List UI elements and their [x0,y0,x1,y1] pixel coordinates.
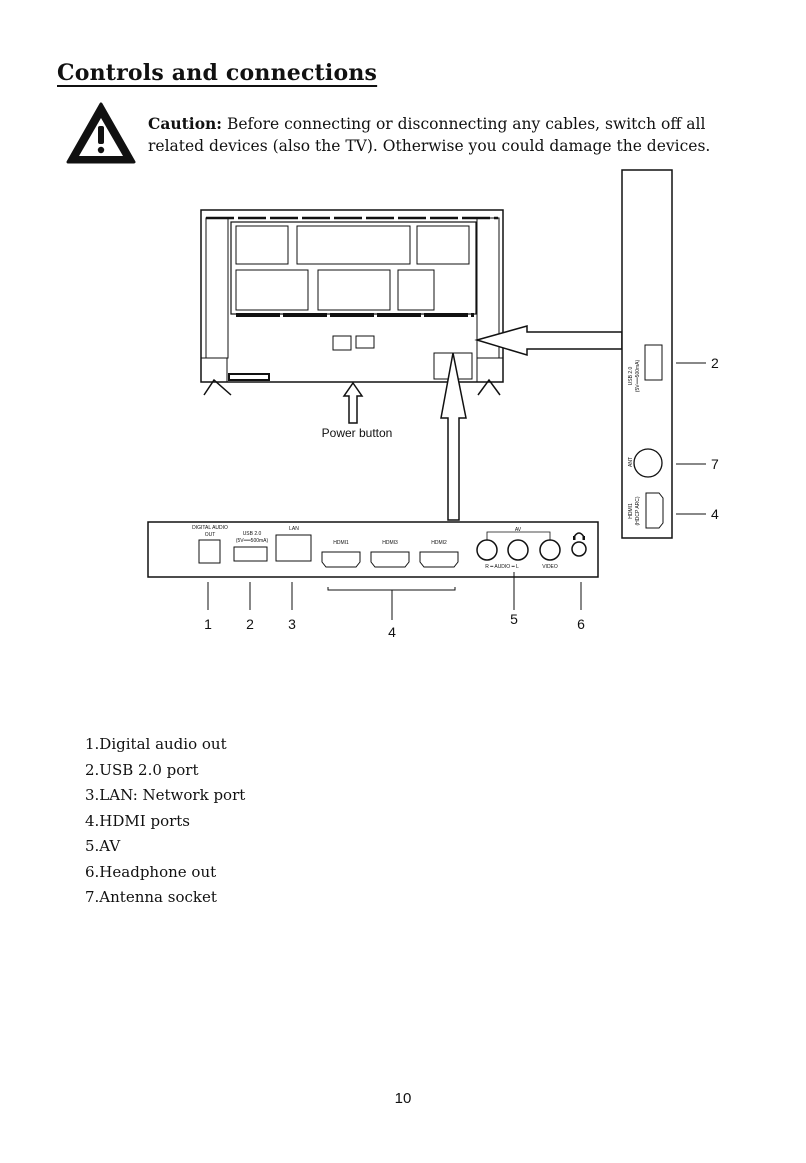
legend-item: 5.AV [85,837,121,855]
hdmi-port-c [419,551,459,568]
side-hdmi-label: HDMI1 [628,503,634,519]
connections-legend: 1.Digital audio out 2.USB 2.0 port 3.LAN… [85,732,245,911]
power-button-arrow [342,381,364,424]
side-usb-port [644,344,663,381]
usb-spec-label: (5V══500mA) [236,538,269,544]
legend-item: 1.Digital audio out [85,735,227,753]
side-ant-label: ANT [628,457,634,467]
side-callout-2: 2 [711,355,719,371]
caution-body: Before connecting or disconnecting any c… [148,115,711,155]
callout-5: 5 [510,611,518,627]
usb-label: USB 2.0 [243,531,262,537]
usb-port [233,546,268,562]
legend-item: 6.Headphone out [85,862,217,881]
side-hdmi-sub-label: (HDCP ARC) [635,496,641,525]
audio-l-jack [507,539,529,561]
callout-6: 6 [577,616,585,632]
side-callout-4: 4 [711,506,719,522]
page-number: 10 [394,1090,412,1107]
side-callout-7: 7 [711,456,719,472]
side-hdmi-port [645,492,664,529]
side-callout-lines [676,362,706,515]
audio-lr-label: R ━ AUDIO ━ L [485,564,519,570]
digital-audio-label: DIGITAL AUDIO [192,525,228,531]
headphone-jack [571,541,587,557]
callout-2: 2 [246,616,254,632]
side-usb-label: USB 2.0 [628,366,634,385]
legend-item: 4.HDMI ports [85,811,190,830]
callout-3: 3 [288,616,296,632]
side-connector-panel: USB 2.0 (5V══500mA) ANT HDMI1 (HDCP ARC) [621,169,673,539]
warning-triangle-icon [66,102,136,164]
tv-rear-view [200,209,504,396]
bottom-panel-arrow [440,352,467,521]
video-label: VIDEO [542,564,558,570]
lan-port [275,534,312,562]
hdmi-c-label: HDMI2 [431,540,447,546]
headphone-icon [573,532,585,538]
digital-audio-out-label: OUT [205,532,216,538]
hdmi-port-a [321,551,361,568]
callout-4: 4 [388,624,396,640]
callout-1: 1 [204,616,212,632]
hdmi-b-label: HDMI3 [382,540,398,546]
hdmi-a-label: HDMI1 [333,540,349,546]
lan-label: LAN [289,526,299,532]
caution-notice: Caution: Before connecting or disconnect… [66,102,756,172]
side-usb-spec-label: (5V══500mA) [635,359,641,392]
av-label: AV [515,527,522,533]
bottom-callout-lines [207,572,582,620]
caution-label: Caution: [148,114,223,133]
legend-item: 7.Antenna socket [85,888,217,906]
legend-item: 3.LAN: Network port [85,786,246,804]
hdmi-port-b [370,551,410,568]
power-button-label: Power button [322,426,393,440]
optical-port [198,539,221,564]
audio-r-jack [476,539,498,561]
tv-connections-diagram: Power button DIGITAL AUDIO OUT USB 2.0 (… [147,169,719,640]
page-title: Controls and connections [57,60,378,86]
antenna-socket [633,448,663,478]
legend-item: 2.USB 2.0 port [85,760,199,779]
bottom-connector-panel: DIGITAL AUDIO OUT USB 2.0 (5V══500mA) LA… [147,521,599,578]
video-jack [539,539,561,561]
caution-text: Caution: Before connecting or disconnect… [148,113,748,157]
